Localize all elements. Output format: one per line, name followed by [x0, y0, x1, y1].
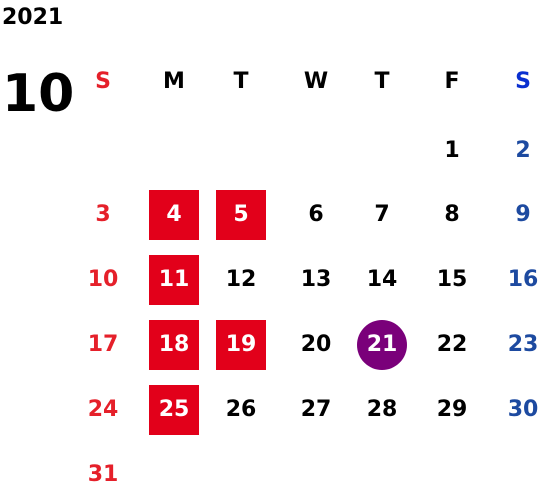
calendar-day[interactable]: 18 [149, 320, 199, 370]
weekday-header: S [95, 69, 111, 94]
calendar-day[interactable]: 30 [507, 397, 539, 422]
calendar-day[interactable]: 10 [87, 267, 119, 292]
weekday-header: F [444, 69, 460, 94]
calendar-day[interactable]: 19 [216, 320, 266, 370]
calendar-day[interactable]: 3 [95, 202, 111, 227]
year-label: 2021 [2, 5, 64, 30]
calendar-day[interactable]: 5 [216, 190, 266, 240]
calendar-day[interactable]: 25 [149, 385, 199, 435]
weekday-header: M [163, 69, 185, 94]
calendar-day[interactable]: 17 [87, 332, 119, 357]
calendar-day[interactable]: 9 [515, 202, 531, 227]
weekday-header: T [233, 69, 249, 94]
weekday-header: S [515, 69, 531, 94]
calendar-day[interactable]: 16 [507, 267, 539, 292]
calendar-day[interactable]: 31 [87, 462, 119, 487]
calendar-day[interactable]: 23 [507, 332, 539, 357]
weekday-header: T [374, 69, 390, 94]
calendar-day[interactable]: 26 [225, 397, 257, 422]
calendar-day[interactable]: 2 [515, 138, 531, 163]
calendar-day[interactable]: 14 [366, 267, 398, 292]
calendar-day[interactable]: 28 [366, 397, 398, 422]
calendar-day[interactable]: 1 [444, 138, 460, 163]
calendar-day[interactable]: 21 [357, 320, 407, 370]
calendar-day[interactable]: 8 [444, 202, 460, 227]
calendar-day[interactable]: 27 [300, 397, 332, 422]
calendar-day[interactable]: 12 [225, 267, 257, 292]
weekday-header: W [303, 69, 329, 94]
calendar-day[interactable]: 22 [436, 332, 468, 357]
calendar-day[interactable]: 7 [374, 202, 390, 227]
calendar-day[interactable]: 11 [149, 255, 199, 305]
calendar-day[interactable]: 20 [300, 332, 332, 357]
calendar-day[interactable]: 6 [308, 202, 324, 227]
calendar-day[interactable]: 29 [436, 397, 468, 422]
calendar-day[interactable]: 24 [87, 397, 119, 422]
month-label: 10 [2, 64, 75, 124]
calendar-day[interactable]: 4 [149, 190, 199, 240]
calendar-day[interactable]: 15 [436, 267, 468, 292]
calendar-day[interactable]: 13 [300, 267, 332, 292]
